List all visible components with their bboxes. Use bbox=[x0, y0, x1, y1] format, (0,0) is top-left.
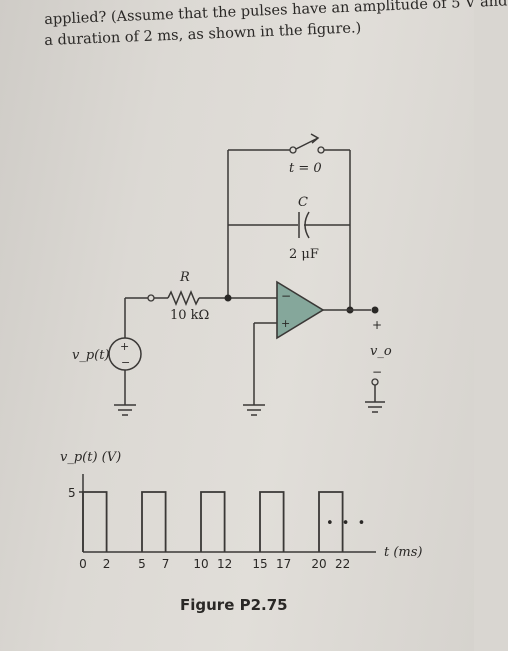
source-plus: + bbox=[120, 340, 129, 353]
ground-icon-opamp bbox=[243, 404, 265, 416]
x-tick-label: 20 bbox=[311, 557, 326, 571]
x-tick-label: 17 bbox=[276, 557, 291, 571]
x-tick-label: 15 bbox=[252, 557, 267, 571]
output-return-terminal bbox=[371, 378, 379, 386]
switch-contact bbox=[317, 146, 325, 154]
input-terminal bbox=[147, 294, 155, 302]
x-tick-label: 2 bbox=[103, 557, 111, 571]
pulse-marks bbox=[82, 491, 344, 552]
pulse-tick-labels: 0 2 5 7 10 12 15 17 20 22 bbox=[79, 557, 350, 571]
capacitor-name: C bbox=[298, 195, 308, 210]
circuit-diagram: + − − bbox=[72, 133, 392, 416]
resistor-symbol bbox=[167, 290, 200, 306]
output-minus: − bbox=[372, 365, 382, 379]
pulse-plot-ylabel: v_p(t) (V) bbox=[60, 450, 121, 465]
pulse-plot-y-tick-label: 5 bbox=[68, 486, 76, 500]
switch-blade bbox=[295, 137, 319, 150]
pulse-4 bbox=[259, 491, 285, 552]
switch-label: t = 0 bbox=[289, 161, 322, 176]
ground-icon-source bbox=[114, 404, 136, 416]
x-tick-label: 5 bbox=[138, 557, 146, 571]
pulse-5 bbox=[318, 491, 344, 552]
source-label: v_p(t) bbox=[72, 348, 110, 363]
source-minus: − bbox=[121, 356, 130, 369]
capacitor-value: 2 μF bbox=[289, 247, 319, 262]
resistor-value: 10 kΩ bbox=[170, 308, 209, 323]
ground-icon-output bbox=[365, 401, 385, 413]
opamp-triangle bbox=[276, 280, 325, 340]
output-terminal bbox=[371, 306, 379, 314]
pulse-1 bbox=[82, 491, 108, 552]
output-label: v_o bbox=[370, 344, 392, 359]
opamp-plus: + bbox=[281, 317, 290, 330]
pulse-plot-ellipsis: • • • bbox=[326, 516, 367, 531]
figure-svg: + − − bbox=[60, 133, 423, 614]
pulse-3 bbox=[200, 491, 226, 552]
opamp-minus: − bbox=[281, 289, 291, 303]
pulse-2 bbox=[141, 491, 167, 552]
x-tick-label: 7 bbox=[162, 557, 170, 571]
output-plus: + bbox=[372, 318, 382, 332]
figure-caption: Figure P2.75 bbox=[180, 596, 288, 614]
resistor-name: R bbox=[179, 270, 190, 285]
pulse-plot-xlabel: t (ms) bbox=[384, 545, 423, 560]
x-tick-label: 12 bbox=[217, 557, 232, 571]
x-tick-label: 10 bbox=[193, 557, 208, 571]
x-tick-label: 0 bbox=[79, 557, 87, 571]
junction-input bbox=[224, 294, 232, 302]
switch-arrow-icon bbox=[310, 133, 320, 144]
switch-pivot bbox=[289, 146, 297, 154]
pulse-plot: v_p(t) (V) 5 t (ms) • • • 0 2 5 7 10 12 15 17 20… bbox=[60, 450, 423, 571]
x-tick-label: 22 bbox=[335, 557, 350, 571]
